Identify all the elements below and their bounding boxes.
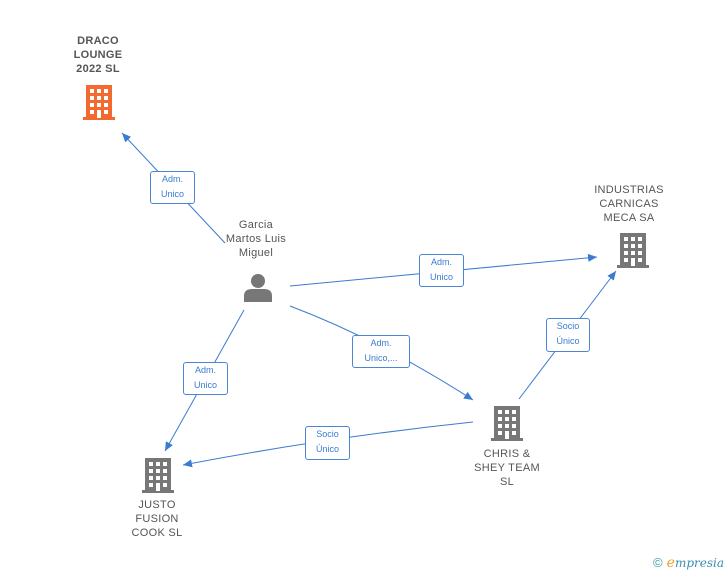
building-icon[interactable]: [141, 457, 175, 493]
node-label-draco[interactable]: DRACO LOUNGE 2022 SL: [73, 35, 123, 75]
node-label-garcia[interactable]: Garcia Martos Luis Miguel: [225, 219, 287, 259]
node-label-chris[interactable]: CHRIS & SHEY TEAM SL: [474, 448, 540, 488]
person-icon[interactable]: [243, 272, 273, 302]
building-icon[interactable]: [82, 84, 116, 120]
edge-label-garcia-chris: Adm. Unico,...: [352, 335, 410, 368]
edge-label-chris-industrias: Socio Único: [546, 318, 590, 352]
node-label-justo[interactable]: JUSTO FUSION COOK SL: [131, 499, 183, 539]
edge-label-chris-justo: Socio Único: [305, 426, 350, 460]
building-icon[interactable]: [490, 405, 524, 441]
brand-initial: e: [666, 555, 675, 571]
copyright-symbol: ©: [653, 555, 663, 570]
brand-name: mpresia: [674, 556, 724, 570]
building-icon[interactable]: [616, 232, 650, 268]
edge-label-garcia-justo: Adm. Unico: [183, 362, 228, 395]
edge-label-garcia-draco: Adm. Unico: [150, 171, 195, 204]
edge-label-garcia-industrias: Adm. Unico: [419, 254, 464, 287]
brand-logo[interactable]: ©empresia: [653, 555, 724, 571]
node-label-industrias[interactable]: INDUSTRIAS CARNICAS MECA SA: [594, 184, 664, 224]
